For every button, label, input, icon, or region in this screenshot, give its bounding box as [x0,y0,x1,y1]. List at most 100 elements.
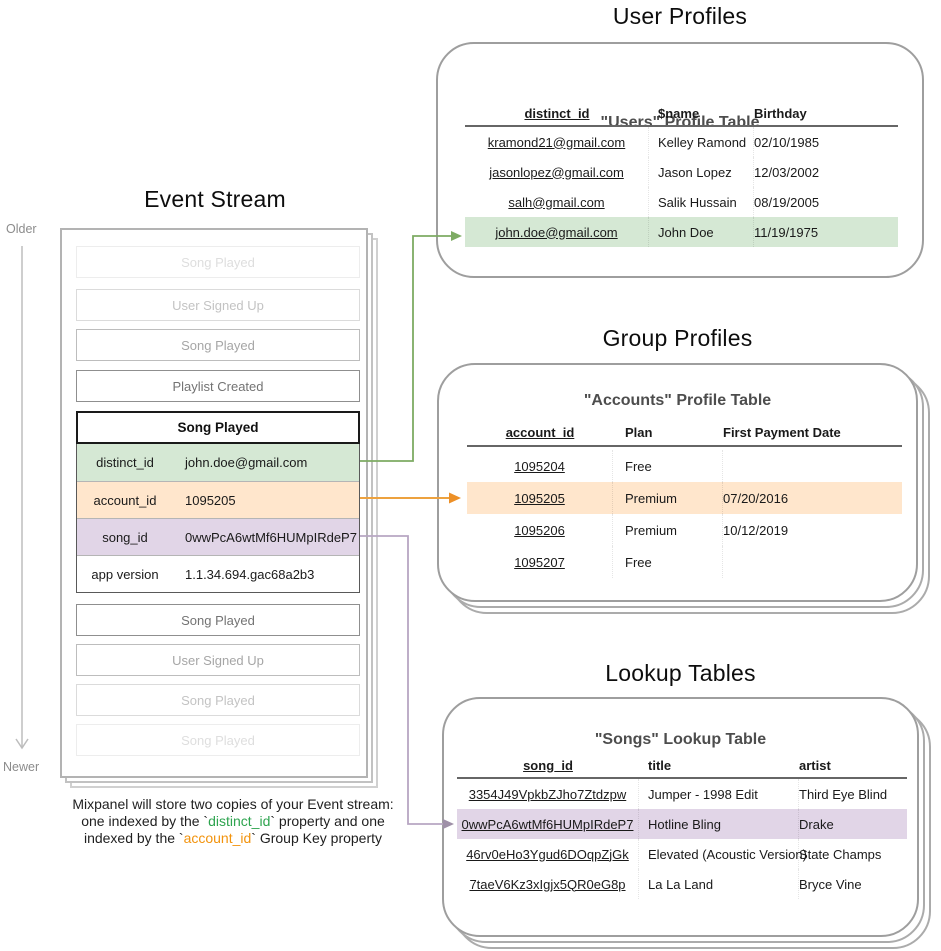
column-header: Birthday [754,105,807,121]
table-row: 1095206 Premium 10/12/2019 [467,514,902,546]
table-row: jasonlopez@gmail.com Jason Lopez 12/03/2… [465,157,898,187]
cell-artist: Third Eye Blind [799,786,888,802]
caption-line-1: Mixpanel will store two copies of your E… [72,796,394,812]
users-table-header: distinct_id $name Birthday [465,101,898,127]
event-box: Song Played [76,724,360,756]
event-detail-header: Song Played [76,411,360,444]
lookup-tables-title: Lookup Tables [605,660,756,686]
event-row-distinct-id: distinct_id john.doe@gmail.com [77,444,359,481]
property-key: distinct_id [96,455,154,470]
older-label: Older [6,222,37,236]
property-key: account_id [93,492,157,508]
event-detail-properties: distinct_id john.doe@gmail.com account_i… [76,444,360,593]
cell-distinct-id: kramond21@gmail.com [465,127,649,157]
cell-artist: State Champs [799,846,882,862]
event-box: Song Played [76,246,360,278]
caption-line-3: indexed by the `account_id` Group Key pr… [33,830,433,847]
cell-title: Jumper - 1998 Edit [639,779,799,809]
event-box: User Signed Up [76,289,360,321]
table-row: 3354J49VpkbZJho7Ztdzpw Jumper - 1998 Edi… [457,779,907,809]
event-label: Playlist Created [172,378,264,394]
property-value: john.doe@gmail.com [185,455,308,470]
event-label: Song Played [181,337,255,353]
cell-name: John Doe [649,217,754,247]
cell-song-id: 7taeV6Kz3xIgjx5QR0eG8p [457,869,639,899]
cell-first-payment-date: 07/20/2016 [723,490,789,506]
songs-table-title: "Songs" Lookup Table [594,731,767,748]
property-value: 1.1.34.694.gac68a2b3 [185,566,315,582]
column-header: Plan [625,425,653,440]
event-stream-container: Song Played User Signed Up Song Played P… [60,228,368,778]
caption-text: ` Group Key property [251,830,383,846]
cell-title: Hotline Bling [639,809,799,839]
cell-birthday: 08/19/2005 [754,194,820,210]
event-box: Song Played [76,604,360,636]
cell-name: Kelley Ramond [649,127,754,157]
accounts-table-title: "Accounts" Profile Table [583,392,772,409]
cell-account-id: 1095206 [467,514,613,546]
column-header: account_id [505,425,575,440]
event-box: Song Played [76,329,360,361]
songs-table-header: song_id title artist [457,753,907,779]
table-row: 1095204 Free [467,450,902,482]
event-label: Song Played [181,254,255,270]
accounts-table-header: account_id Plan First Payment Date [467,420,902,447]
cell-artist: Bryce Vine [799,876,862,892]
event-label: Song Played [181,612,255,628]
table-row: 7taeV6Kz3xIgjx5QR0eG8p La La Land Bryce … [457,869,907,899]
cell-title: La La Land [639,869,799,899]
caption-line-2: one indexed by the `distinct_id` propert… [33,813,433,830]
newer-label: Newer [3,760,40,774]
cell-first-payment-date: 10/12/2019 [723,522,789,538]
table-row: 46rv0eHo3Ygud6DOqpZjGk Elevated (Acousti… [457,839,907,869]
table-row-highlighted-green: john.doe@gmail.com John Doe 11/19/1975 [465,217,898,247]
event-box: Song Played [76,684,360,716]
user-profiles-title: User Profiles [612,3,748,29]
property-key: song_id [102,529,148,545]
table-row: kramond21@gmail.com Kelley Ramond 02/10/… [465,127,898,157]
table-row: 1095207 Free [467,546,902,578]
property-key: app version [91,566,159,582]
event-label: Song Played [181,692,255,708]
users-profile-table: distinct_id $name Birthday kramond21@gma… [465,101,898,247]
caption-distinct-id: distinct_id [208,813,271,829]
event-row-app-version: app version 1.1.34.694.gac68a2b3 [77,555,359,592]
event-label: User Signed Up [172,297,264,313]
accounts-profile-table: account_id Plan First Payment Date 10952… [467,420,902,578]
cell-birthday: 12/03/2002 [754,164,820,180]
cell-name: Salik Hussain [649,187,754,217]
cell-plan: Premium [613,514,723,546]
event-stream-title: Event Stream [144,186,286,212]
caption-text: ` property and one [270,813,385,829]
cell-plan: Free [613,450,723,482]
caption-account-id: account_id [183,830,252,846]
cell-plan: Free [613,546,723,578]
cell-distinct-id: john.doe@gmail.com [465,217,649,247]
cell-account-id: 1095205 [467,482,613,514]
event-detail-title: Song Played [177,420,259,435]
cell-title: Elevated (Acoustic Version) [639,839,807,869]
event-row-song-id: song_id 0wwPcA6wtMf6HUMpIRdeP7 [77,518,359,555]
caption-text: one indexed by the ` [81,813,209,829]
table-row-highlighted-purple: 0wwPcA6wtMf6HUMpIRdeP7 Hotline Bling Dra… [457,809,907,839]
cell-account-id: 1095204 [467,450,613,482]
table-row-highlighted-orange: 1095205 Premium 07/20/2016 [467,482,902,514]
cell-song-id: 0wwPcA6wtMf6HUMpIRdeP7 [457,809,639,839]
column-header: $name [658,105,700,121]
cell-plan: Premium [613,482,723,514]
table-row: salh@gmail.com Salik Hussain 08/19/2005 [465,187,898,217]
column-header: artist [799,757,831,773]
footnote-caption: Mixpanel will store two copies of your E… [33,796,433,847]
cell-name: Jason Lopez [649,157,754,187]
cell-birthday: 02/10/1985 [754,134,820,150]
column-header: title [648,757,672,773]
cell-song-id: 46rv0eHo3Ygud6DOqpZjGk [457,839,639,869]
column-header: distinct_id [524,105,590,121]
property-value: 1095205 [185,492,236,508]
cell-song-id: 3354J49VpkbZJho7Ztdzpw [457,779,639,809]
cell-distinct-id: salh@gmail.com [465,187,649,217]
column-header: First Payment Date [723,425,841,440]
event-row-account-id: account_id 1095205 [77,481,359,518]
cell-artist: Drake [799,816,834,832]
